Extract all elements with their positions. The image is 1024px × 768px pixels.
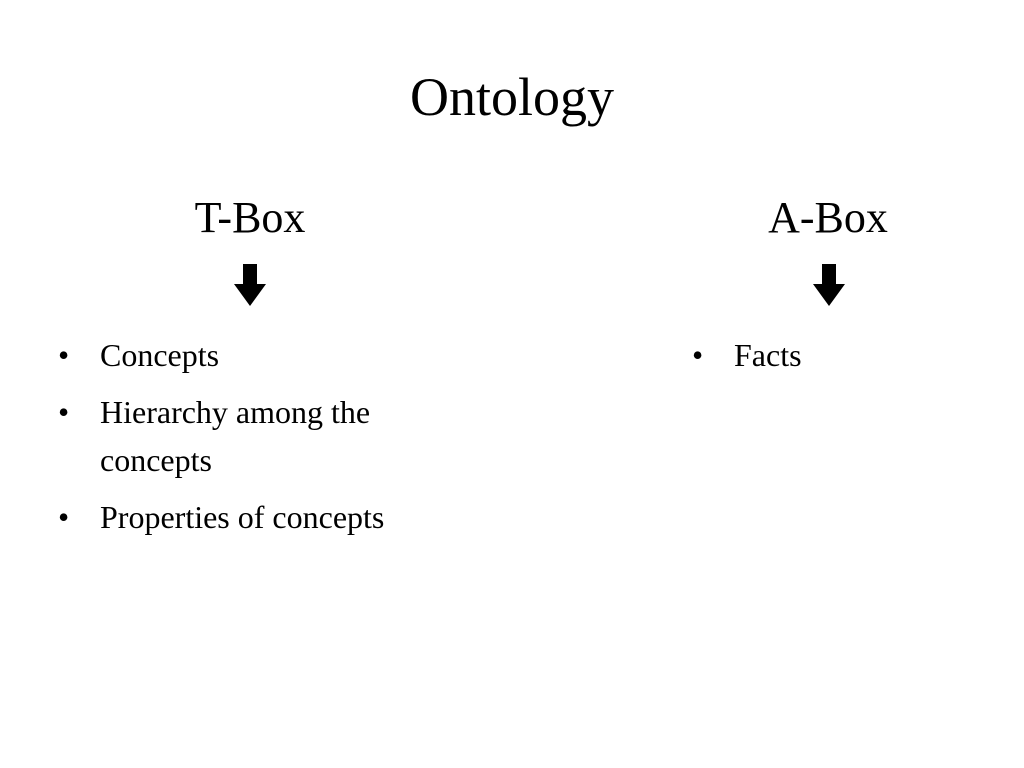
tbox-heading: T-Box	[194, 193, 306, 242]
arrow-down-icon	[234, 264, 266, 306]
list-item-text: Properties of concepts	[100, 499, 385, 535]
arrow-down-icon	[813, 264, 845, 306]
bullet-icon: •	[692, 337, 704, 373]
slide-title: Ontology	[409, 67, 614, 127]
tbox-bullet-list: • Concepts • Hierarchy among the concept…	[58, 331, 458, 550]
list-item: • Properties of concepts	[58, 493, 400, 541]
bullet-icon: •	[58, 394, 70, 430]
list-item-text: Facts	[734, 337, 802, 373]
abox-bullet-list: • Facts	[692, 331, 992, 388]
list-item: • Facts	[692, 331, 992, 379]
list-item: • Hierarchy among the concepts	[58, 388, 458, 484]
bullet-icon: •	[58, 337, 70, 373]
bullet-icon: •	[58, 499, 70, 535]
list-item: • Concepts	[58, 331, 458, 379]
list-item-text: Concepts	[100, 337, 220, 373]
list-item-text: Hierarchy among the concepts	[100, 394, 371, 478]
abox-heading: A-Box	[768, 193, 888, 242]
